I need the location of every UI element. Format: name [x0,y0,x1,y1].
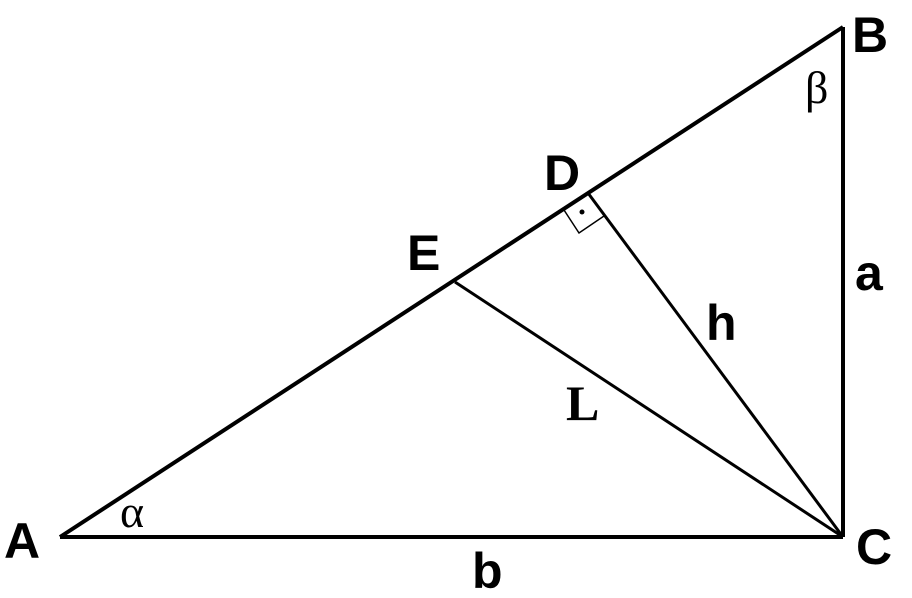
side-ab [58,25,845,539]
segment-l [454,280,844,539]
angle-label-beta: β [805,62,828,113]
altitude-h [586,192,845,538]
vertex-label-c: C [856,519,892,575]
side-label-a: a [855,245,884,301]
vertex-label-a: A [4,513,40,569]
right-angle-marker [563,209,605,235]
side-label-b: b [472,543,503,598]
side-label-l: L [566,375,599,431]
vertex-label-d: D [544,145,580,201]
side-label-h: h [706,295,737,351]
right-angle-dot [579,209,585,215]
angle-label-alpha: α [120,486,144,537]
vertex-label-b: B [852,7,888,63]
vertex-label-e: E [407,225,440,281]
